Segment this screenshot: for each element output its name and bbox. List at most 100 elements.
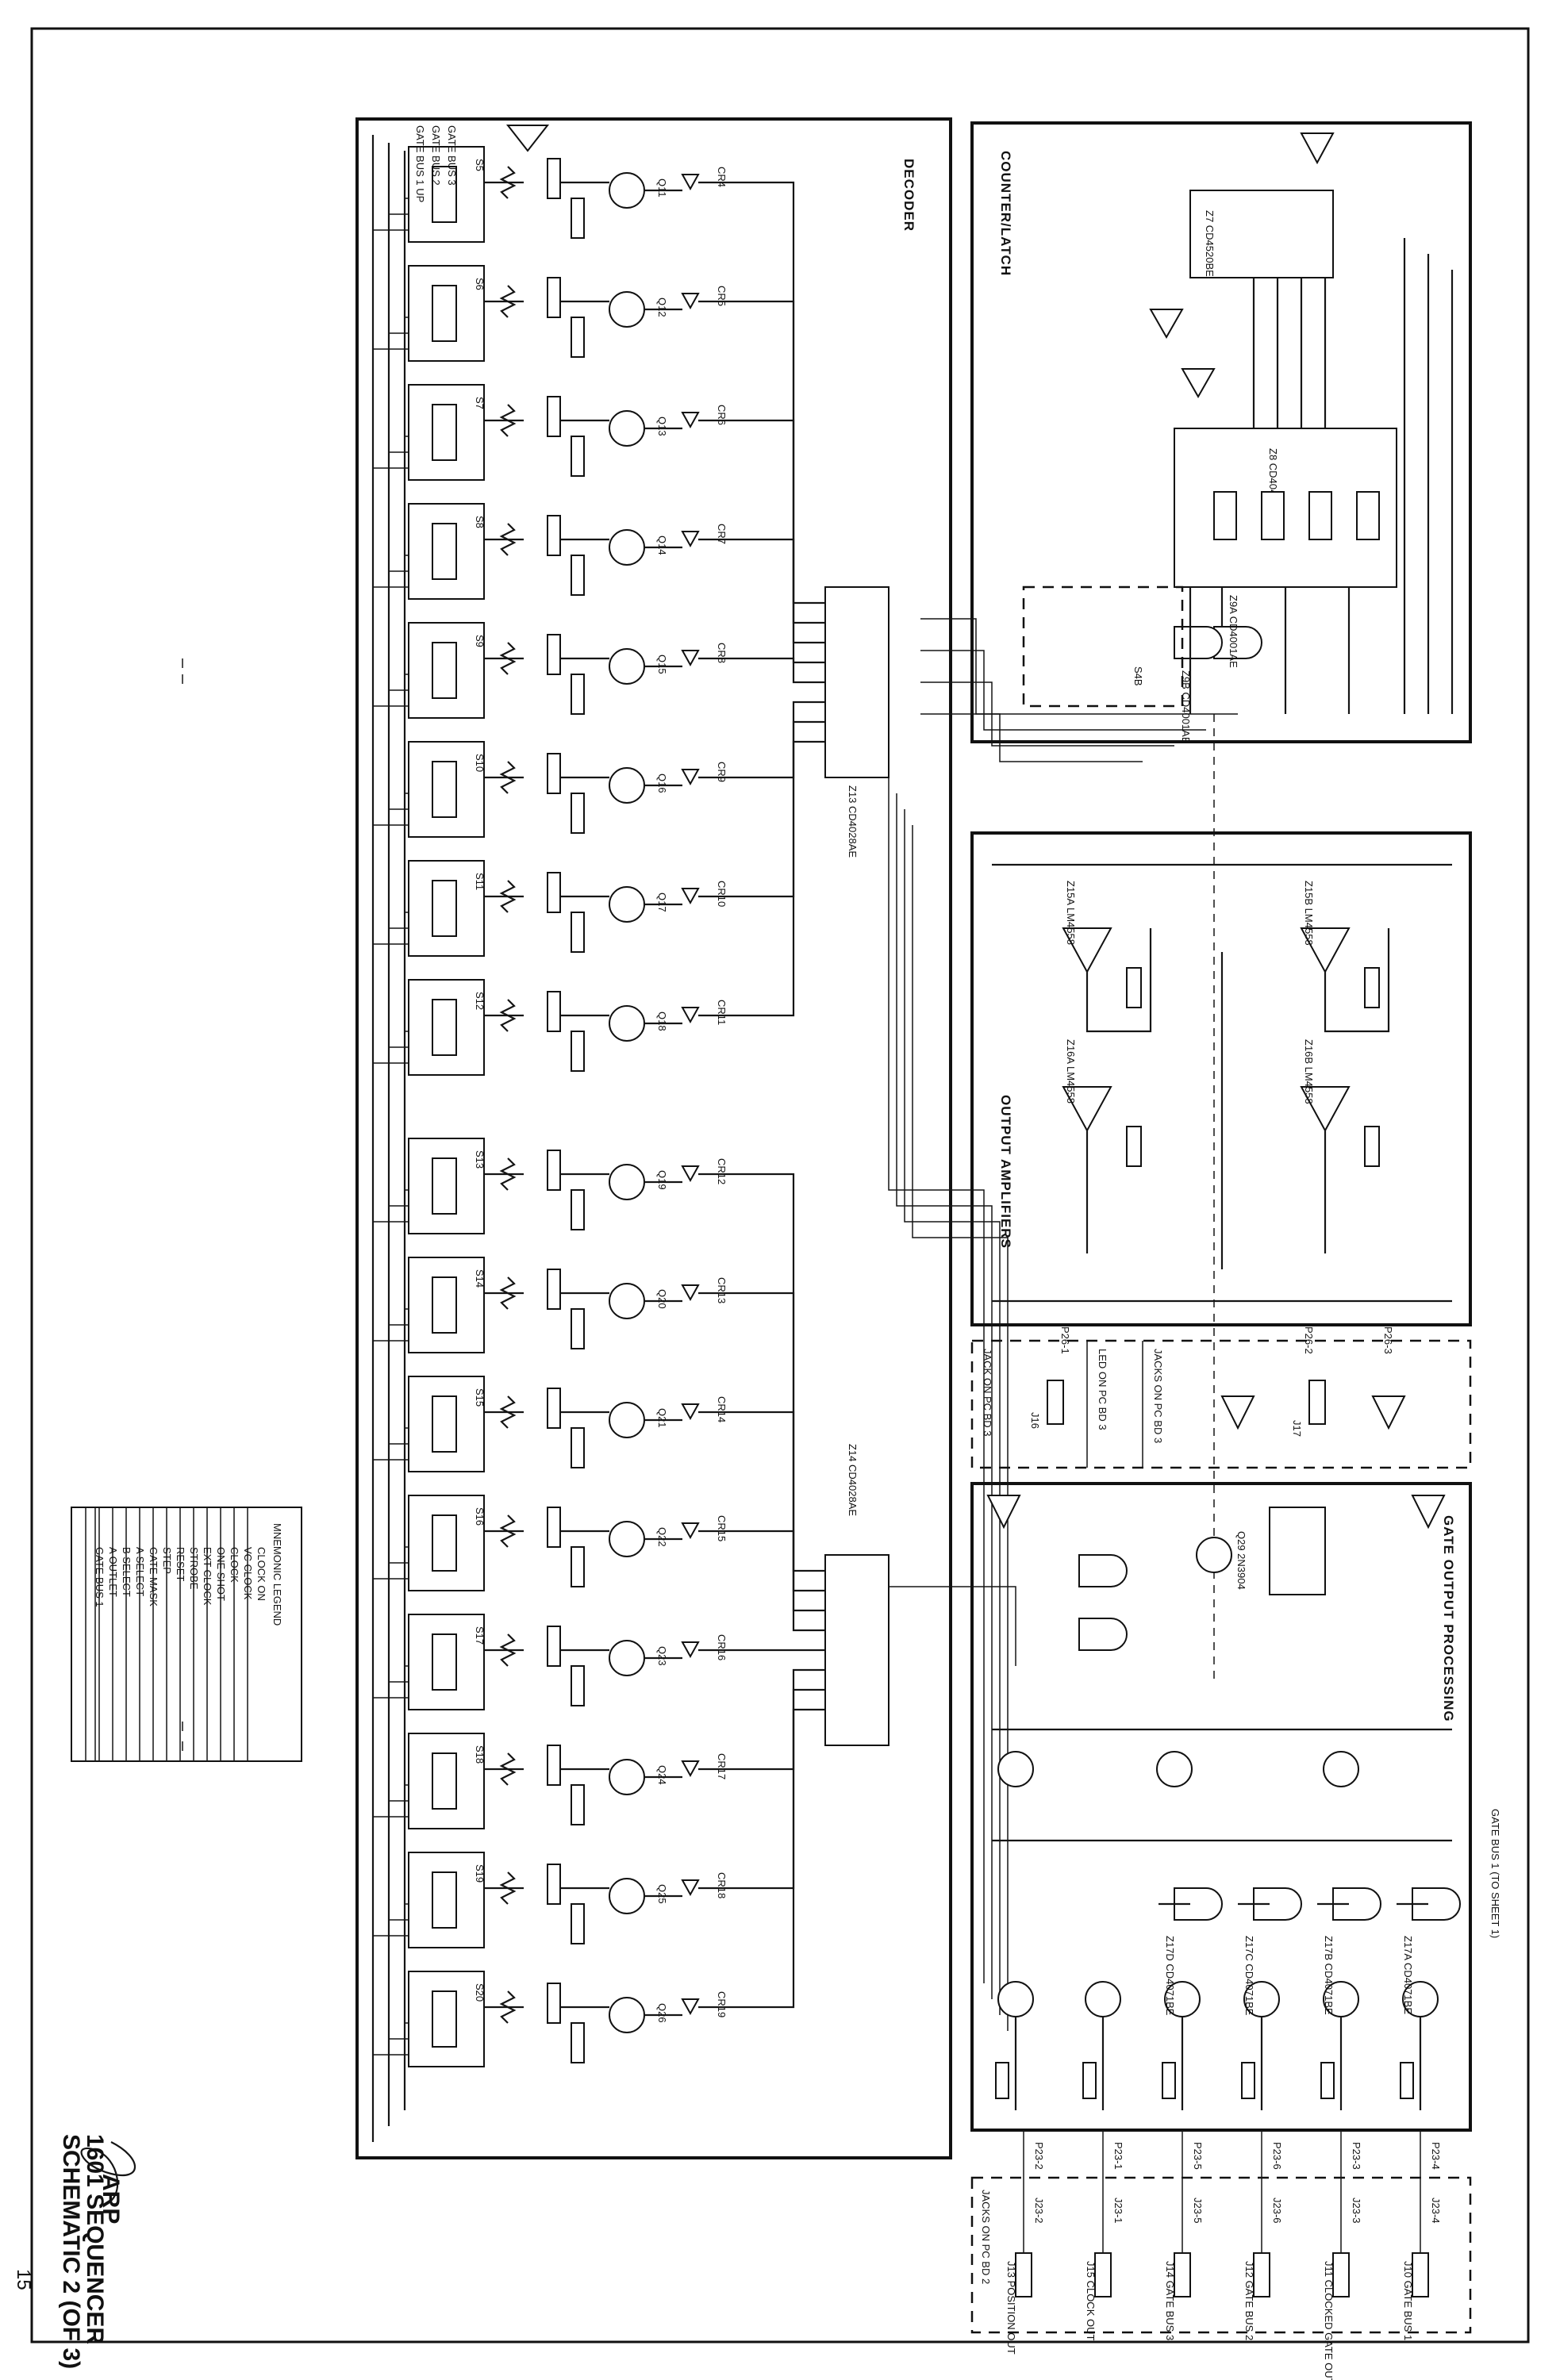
switch-label: S9 [474, 635, 486, 647]
led-label: CR19 [716, 1991, 728, 2017]
jack-label: J23-4 [1430, 2198, 1442, 2224]
legend-row: RESET [175, 1547, 186, 1581]
step-led [681, 1403, 700, 1421]
led-label: CR13 [716, 1277, 728, 1303]
led-label: CR10 [716, 881, 728, 907]
switch-label: S17 [474, 1626, 486, 1645]
decoder-ic-z13 [824, 586, 890, 778]
doc-subtitle: SCHEMATIC 2 (OF 3) [58, 2134, 84, 2369]
legend-row: VC CLOCK [242, 1547, 254, 1600]
jacks-pc-bd3-label: JACKS ON PC BD 3 [1152, 1349, 1164, 1443]
terminal-arrow-d [986, 1495, 1021, 1530]
bus-wires [888, 618, 1238, 2031]
step-led [681, 1760, 700, 1778]
switch-label: S10 [474, 754, 486, 772]
counter-latch-block: COUNTER/LATCH Z7 CD4520BE Z8 CD4042AE Z9… [970, 121, 1472, 744]
decoder-ic-z14 [824, 1554, 890, 1746]
or-z17d-label: Z17D CD4071BE [1164, 1936, 1176, 2016]
gate-ic-z11 [1269, 1507, 1326, 1595]
plug-p26-1: P26-1 [1059, 1326, 1071, 1354]
led-label: CR16 [716, 1634, 728, 1660]
legend-row: A SELECT [134, 1547, 146, 1596]
switch-label: S18 [474, 1745, 486, 1764]
jack-label: J23-6 [1271, 2198, 1283, 2224]
step-transistor [609, 529, 645, 566]
step-switch [408, 384, 485, 481]
legend-row: STROBE [188, 1547, 200, 1590]
transistor-label: Q13 [656, 416, 668, 436]
gate-bus-2-label: GATE BUS 2 [430, 125, 442, 186]
led-label: CR18 [716, 1872, 728, 1898]
step-transistor [609, 767, 645, 804]
switch-s4b-label: S4B [1132, 666, 1144, 686]
opamp-z15b-label: Z15B LM4558 [1303, 881, 1315, 946]
step-transistor [609, 291, 645, 328]
switch-label: S14 [474, 1269, 486, 1288]
legend-title: MNEMONIC LEGEND [271, 1523, 283, 1626]
step-led [681, 1007, 700, 1024]
legend-row: A OUTLET [107, 1547, 119, 1597]
step-transistor [609, 648, 645, 685]
switch-label: S19 [474, 1864, 486, 1883]
jack-body [1253, 2252, 1270, 2297]
transistor-label: Q20 [656, 1289, 668, 1309]
jack-body [1015, 2252, 1032, 2297]
legend-row: ONE SHOT [215, 1547, 227, 1601]
transistor-label: Q12 [656, 298, 668, 317]
jack-function-label: J14 GATE BUS 3 [1164, 2261, 1176, 2340]
step-led [681, 1522, 700, 1540]
decoder-block: DECODER S5Q11CR4S6Q12CR5S7Q13CR6S8Q14CR7… [355, 117, 952, 2159]
legend-row: CLOCK [229, 1547, 240, 1583]
plug-label: P23-4 [1430, 2142, 1442, 2170]
led-label: CR8 [716, 643, 728, 663]
opamp-z16b-label: Z16B LM4558 [1303, 1039, 1315, 1104]
bus-terminal-arrow [505, 125, 550, 152]
transistor-q29 [1196, 1537, 1232, 1573]
step-led [681, 888, 700, 905]
step-led [681, 293, 700, 310]
legend-row: GATE MASK [148, 1547, 159, 1606]
gate-output-processing-title: GATE OUTPUT PROCESSING [1441, 1515, 1456, 1722]
or-z17c-label: Z17C CD4071BE [1243, 1936, 1255, 2016]
opamp-z15a [1062, 927, 1112, 974]
jack-label: J23-2 [1033, 2198, 1045, 2224]
jack-j17 [1308, 1380, 1326, 1425]
step-transistor [609, 1005, 645, 1042]
switch-label: S20 [474, 1983, 486, 2002]
nor-z9b-label: Z9B CD4001AE [1180, 670, 1192, 744]
counter-input-arrow-k [1181, 368, 1216, 399]
step-led [681, 1284, 700, 1302]
transistor-label: Q19 [656, 1170, 668, 1190]
step-transistor [609, 1283, 645, 1319]
plug-p26-3: P26-3 [1382, 1326, 1394, 1354]
led-label: CR17 [716, 1753, 728, 1779]
led-pc-bd3-label: LED ON PC BD 3 [1097, 1349, 1109, 1430]
counter-latch-title: COUNTER/LATCH [998, 151, 1013, 276]
jack-function-label: J13 POSITION OUT [1005, 2261, 1017, 2355]
jack-j16 [1047, 1380, 1064, 1425]
led-label: CR5 [716, 286, 728, 306]
step-led [681, 1641, 700, 1659]
page-number: 15 [13, 2269, 34, 2290]
jack-label: J23-3 [1351, 2198, 1362, 2224]
jack-function-label: J11 CLOCKED GATE OUT [1323, 2261, 1335, 2380]
jack-body [1412, 2252, 1429, 2297]
decoder-ic-z13-label: Z13 CD4028AE [847, 785, 859, 858]
step-led [681, 412, 700, 429]
legend-row: GATE BUS 1 [94, 1547, 106, 1607]
jack-label: J23-1 [1112, 2198, 1124, 2224]
jack-function-label: J10 GATE BUS 1 [1402, 2261, 1414, 2340]
transistor-label: Q11 [656, 178, 668, 198]
plug-label: P23-1 [1112, 2142, 1124, 2170]
